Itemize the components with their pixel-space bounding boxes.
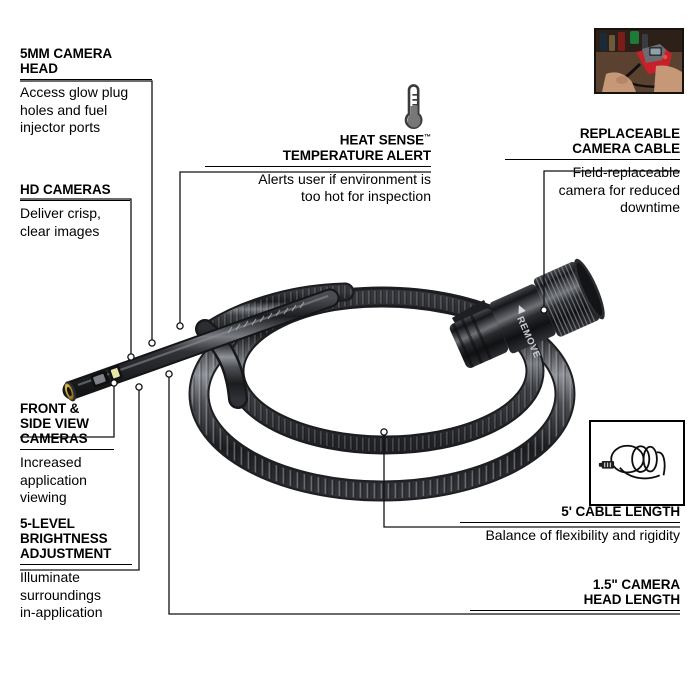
callout-rule [470,610,680,611]
callout-heading: 1.5" CAMERA HEAD LENGTH [583,577,681,607]
callout-replaceable-camera-cable: REPLACEABLE CAMERA CABLE Field-replaceab… [505,126,680,217]
callout-body: Deliver crisp, clear images [20,205,101,239]
callout-body: Balance of flexibility and rigidity [485,527,680,543]
callout-heading: FRONT & SIDE VIEW CAMERAS [20,401,89,446]
leader-brightness [20,387,140,571]
callout-brightness-adjustment: 5-LEVEL BRIGHTNESS ADJUSTMENT Illuminate… [20,516,132,622]
callout-camera-head-length: 1.5" CAMERA HEAD LENGTH [470,577,680,615]
callout-rule [205,165,431,167]
leader-front-side-cameras [20,383,115,438]
callout-5mm-camera-head: 5MM CAMERA HEAD Access glow plug holes a… [20,46,152,137]
callout-cable-length: 5' CABLE LENGTH Balance of flexibility a… [460,504,680,545]
callout-heat-sense: HEAT SENSE™ TEMPERATURE ALERT Alerts user… [205,130,431,206]
heat-sense-line1: HEAT SENSE [339,132,424,148]
heat-sense-line2: TEMPERATURE ALERT [282,147,431,163]
callout-body: Increased application viewing [20,454,87,505]
callout-rule [20,200,130,201]
callout-rule [460,522,680,523]
cable-loop-icon [589,420,685,506]
callout-body: Alerts user if environment is too hot fo… [258,170,431,205]
thermometer-icon [404,84,423,129]
callout-heading: HEAT SENSE™ TEMPERATURE ALERT [205,130,431,163]
callout-heading: 5' CABLE LENGTH [561,504,680,519]
callout-rule [20,564,132,565]
trademark-symbol: ™ [424,134,431,141]
leader-camera-head-length [168,374,680,615]
callout-front-side-view-cameras: FRONT & SIDE VIEW CAMERAS Increased appl… [20,401,114,507]
callout-heading: 5-LEVEL BRIGHTNESS ADJUSTMENT [20,516,112,561]
callout-rule [20,449,114,450]
cable-connector: REMOVE [449,258,605,368]
callout-body: Field-replaceable camera for reduced dow… [558,164,680,215]
cable-icon-connector [598,461,615,469]
callout-heading: 5MM CAMERA HEAD [20,46,112,76]
callout-rule [505,159,680,160]
leader-hd-cameras [20,198,132,357]
callout-heading: REPLACEABLE CAMERA CABLE [572,126,680,156]
leader-replaceable-cable [543,170,680,310]
callout-hd-cameras: HD CAMERAS Deliver crisp, clear images [20,182,130,240]
product-in-use-photo [594,28,684,94]
leader-heat-sense [179,171,431,326]
callout-body: Illuminate surroundings in-application [20,569,103,620]
leader-5mm-camera-head [20,80,153,343]
camera-head-wand [62,288,340,402]
callout-heading: HD CAMERAS [20,182,111,197]
callout-body: Access glow plug holes and fuel injector… [20,84,129,135]
leader-cable-length [383,432,680,528]
callout-rule [20,79,152,80]
